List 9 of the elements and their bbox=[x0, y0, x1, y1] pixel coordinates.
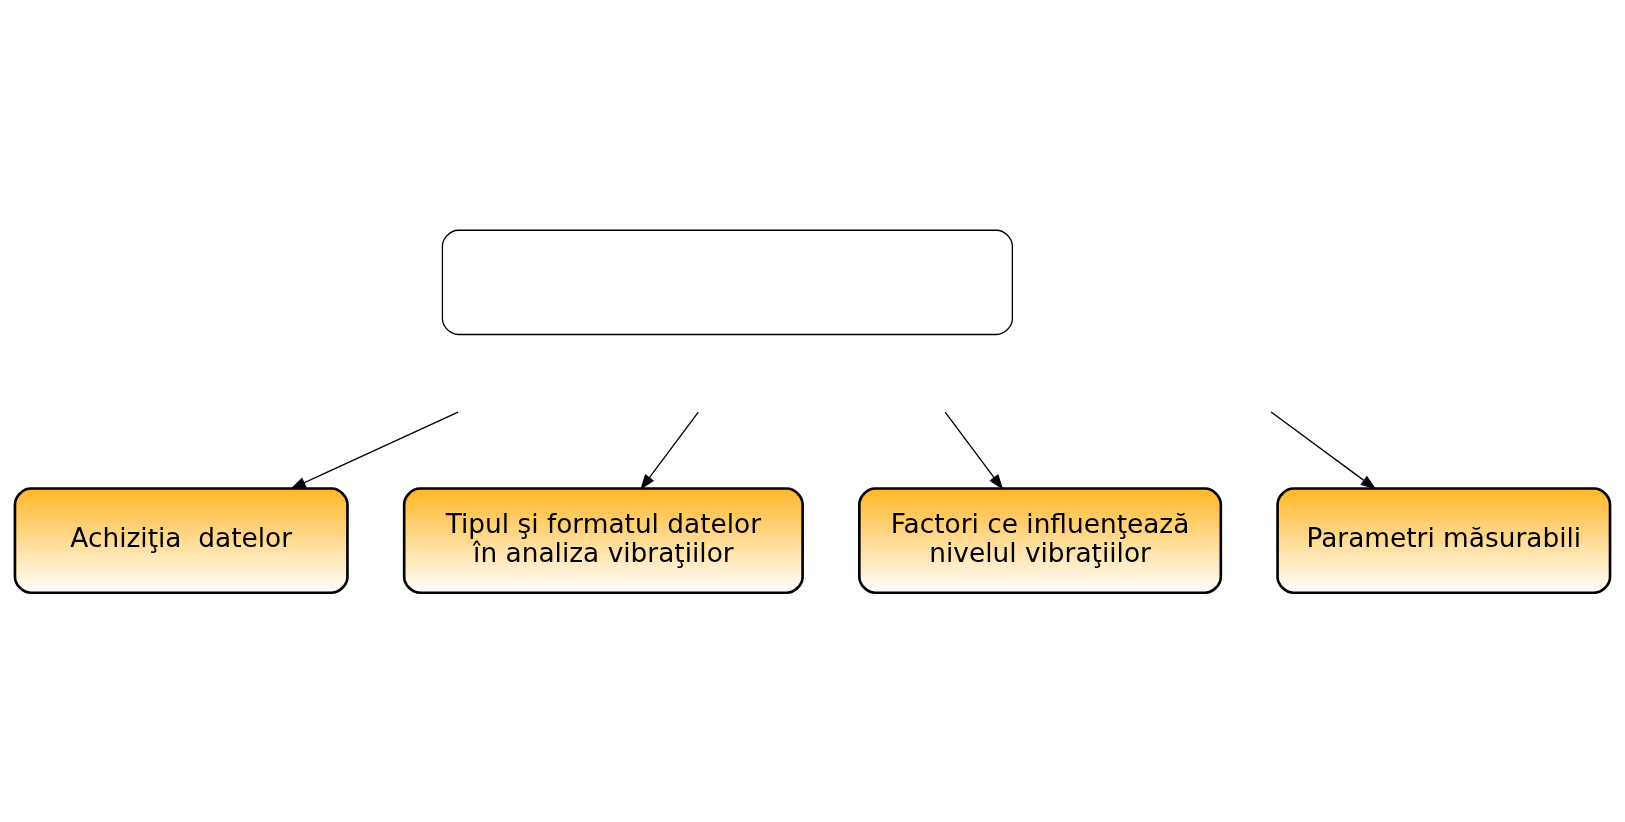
arrow bbox=[290, 410, 459, 489]
arrow bbox=[640, 410, 699, 490]
node-box: Parametri măsurabili bbox=[1276, 486, 1612, 594]
node-box: Achiziţia datelor bbox=[13, 486, 349, 594]
arrow bbox=[944, 410, 1004, 490]
node-box bbox=[441, 229, 1014, 335]
arrow bbox=[1270, 410, 1377, 490]
node-box: Tipul şi formatul datelor în analiza vibraţiilor bbox=[402, 486, 804, 594]
node-box: Factori ce influenţează nivelul vibraţiilor bbox=[858, 486, 1223, 594]
